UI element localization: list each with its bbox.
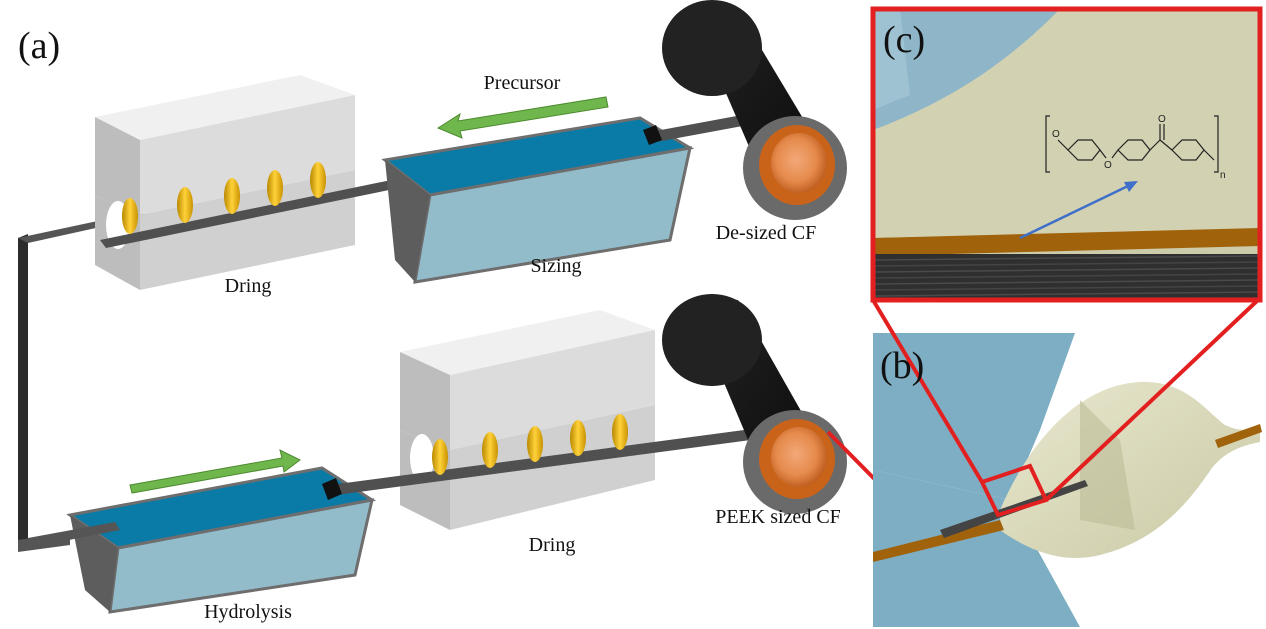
- spool-desized: [662, 0, 847, 220]
- dring-top-label: Dring: [225, 275, 272, 297]
- panel-c-frame: [870, 6, 1263, 303]
- dring-block-bottom: [322, 310, 826, 530]
- dring-bottom-label: Dring: [529, 534, 576, 556]
- dring-block-top: [95, 75, 438, 290]
- panel-c: O O O n (c): [870, 6, 1263, 303]
- sizing-label: Sizing: [530, 255, 581, 277]
- panel-c-label: (c): [883, 19, 925, 61]
- precursor-arrow: [436, 96, 609, 139]
- zoom-box: [871, 298, 1260, 518]
- spool-peek-sized: [662, 294, 847, 514]
- peek-sized-cf-label: PEEK sized CF: [715, 506, 841, 528]
- panel-b: (b): [871, 298, 1262, 627]
- panel-a: (a) Dring: [18, 0, 925, 623]
- sizing-bath: [381, 116, 695, 284]
- blade-cone-bottom: [873, 470, 1080, 627]
- atom-o3: O: [1158, 114, 1166, 125]
- precursor-label: Precursor: [484, 72, 561, 94]
- fiber-b: [873, 520, 1004, 562]
- panel-b-label: (b): [880, 345, 924, 387]
- carbon-fiber-bundle: [872, 254, 1261, 300]
- atom-o1: O: [1052, 129, 1060, 140]
- atom-o2: O: [1104, 160, 1112, 171]
- blue-arrow: [1019, 181, 1138, 240]
- blade-cone-top: [873, 333, 1075, 500]
- peek-structure: [1045, 115, 1219, 173]
- hydrolysis-arrow: [129, 449, 301, 494]
- hydrolysis-bath: [28, 466, 376, 614]
- hydrolysis-label: Hydrolysis: [204, 601, 292, 623]
- gold-rings-bottom: [432, 414, 628, 475]
- panel-a-label: (a): [18, 25, 60, 67]
- gold-rings-top: [122, 162, 326, 234]
- resin-droplet: [1000, 381, 1260, 558]
- subscript-n: n: [1220, 170, 1226, 181]
- desized-cf-label: De-sized CF: [716, 222, 817, 244]
